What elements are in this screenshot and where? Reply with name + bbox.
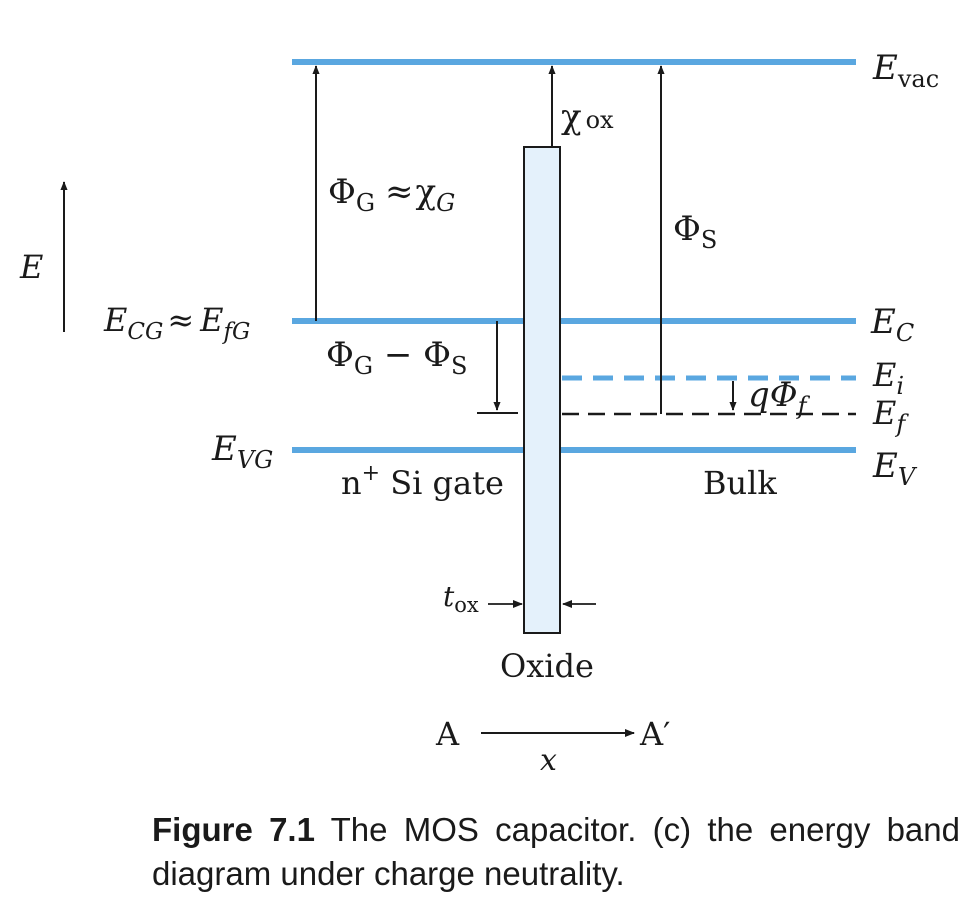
e-v-label: EV [872,446,918,491]
x-axis-label: x [540,743,557,778]
oxide-layer [523,146,561,634]
e-f-label: Ef [872,394,909,438]
q-phi-f-label: qΦf [748,375,811,420]
e-vg-label: EVG [211,429,273,474]
figure-number: Figure 7.1 [152,811,315,848]
e-vac-label: Evac [872,48,939,93]
e-c-label: EC [870,302,914,347]
energy-axis-label: E [19,248,43,286]
point-a-prime-label: A′ [639,715,670,753]
phi-g-approx-chi-g-label: ΦG≈χG [328,172,455,217]
phi-s-label: ΦS [673,209,717,254]
point-a-label: A [435,715,460,753]
e-i-label: Ei [872,356,904,400]
caption-text: The MOS capacitor. (c) the energy band d… [152,811,960,892]
gate-region-label: n+ Si gate [341,461,504,502]
e-cg-approx-e-fg-label: ECG≈EfG [103,301,250,345]
figure-caption: Figure 7.1 The MOS capacitor. (c) the en… [152,808,960,896]
bulk-region-label: Bulk [703,464,777,502]
phi-g-minus-phi-s-label: ΦG − ΦS [326,335,467,380]
oxide-label: Oxide [500,647,594,685]
t-ox-label: tox [443,580,479,617]
